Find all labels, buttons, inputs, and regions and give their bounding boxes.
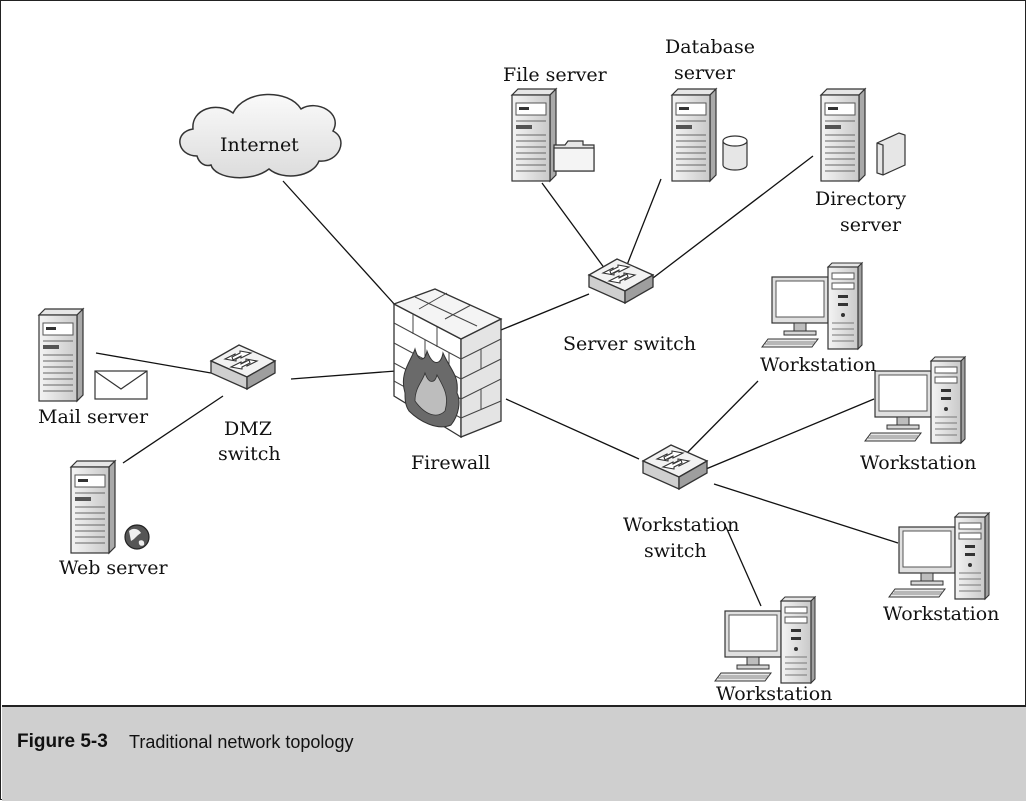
dmz-switch-label-line1: DMZ bbox=[224, 418, 272, 440]
web-server-label: Web server bbox=[59, 557, 168, 579]
server-switch: Server switch bbox=[563, 258, 696, 355]
server-switch-label: Server switch bbox=[563, 333, 696, 355]
workstation-switch: Workstation switch bbox=[623, 444, 739, 562]
workstation-3-label: Workstation bbox=[883, 603, 999, 625]
book-icon bbox=[876, 132, 906, 176]
database-cylinder-icon bbox=[722, 135, 748, 171]
workstation-switch-label-line1: Workstation bbox=[623, 514, 739, 536]
network-topology-diagram: Internet File server Database server Dir… bbox=[38, 36, 999, 705]
internet-label: Internet bbox=[220, 134, 299, 156]
figure-title: Traditional network topology bbox=[129, 732, 354, 752]
web-server: Web server bbox=[59, 460, 168, 579]
database-server: Database server bbox=[665, 36, 755, 182]
workstation-3: Workstation bbox=[883, 512, 999, 625]
workstation-4: Workstation bbox=[714, 596, 832, 705]
mail-server-label: Mail server bbox=[38, 406, 149, 428]
workstation-2-label: Workstation bbox=[860, 452, 976, 474]
globe-icon bbox=[124, 524, 150, 550]
mail-server: Mail server bbox=[38, 308, 149, 428]
internet-cloud: Internet bbox=[179, 93, 342, 179]
file-server: File server bbox=[503, 64, 608, 182]
workstation-1-label: Workstation bbox=[760, 354, 876, 376]
folder-icon bbox=[553, 140, 595, 172]
directory-server: Directory server bbox=[815, 88, 906, 236]
figure-number: Figure 5-3 bbox=[17, 731, 108, 752]
workstation-1: Workstation bbox=[760, 262, 876, 376]
dmz-switch: DMZ switch bbox=[210, 344, 281, 465]
workstation-2: Workstation bbox=[860, 356, 976, 474]
workstation-switch-label-line2: switch bbox=[644, 540, 707, 562]
envelope-icon bbox=[94, 370, 148, 400]
fire-icon bbox=[402, 347, 460, 428]
firewall: Firewall bbox=[392, 288, 503, 474]
firewall-label: Firewall bbox=[411, 452, 490, 474]
database-server-label-line2: server bbox=[674, 62, 736, 84]
directory-server-label-line2: server bbox=[840, 214, 902, 236]
workstation-4-label: Workstation bbox=[716, 683, 832, 705]
database-server-label-line1: Database bbox=[665, 36, 755, 58]
directory-server-label-line1: Directory bbox=[815, 188, 906, 210]
file-server-label: File server bbox=[503, 64, 608, 86]
dmz-switch-label-line2: switch bbox=[218, 443, 281, 465]
connection-lines bbox=[95, 155, 899, 607]
figure-caption: Figure 5-3 Traditional network topology bbox=[2, 705, 1026, 801]
